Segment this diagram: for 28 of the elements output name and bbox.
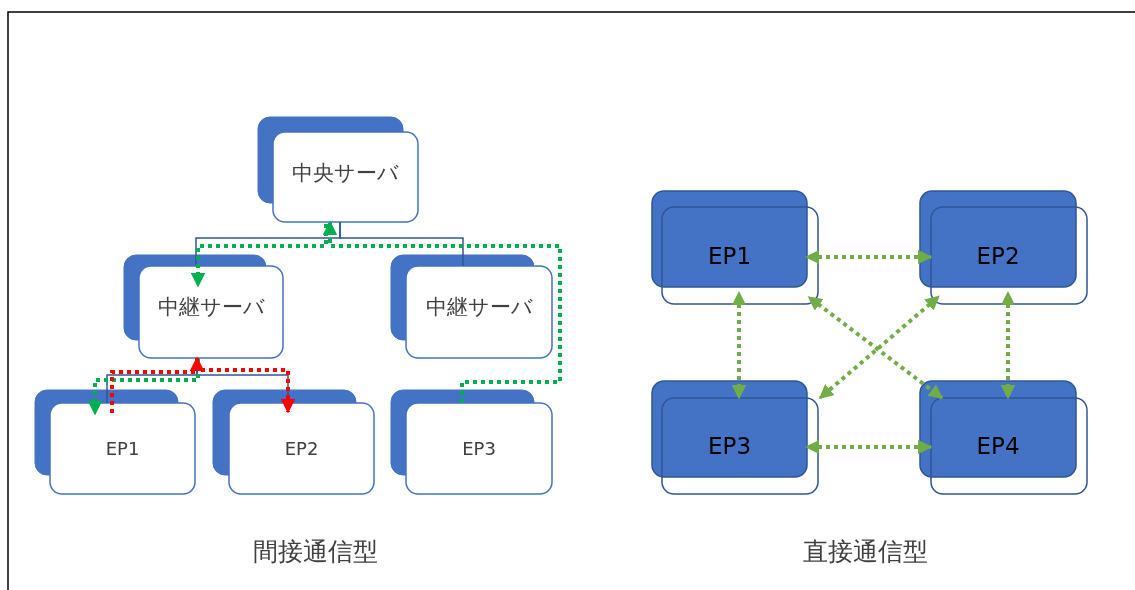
server-box [123,254,284,359]
arrow [731,291,747,400]
box-label: 中継サーバ [156,296,266,320]
endpoint-box [390,389,553,495]
arrow [322,220,562,403]
arrow [87,358,200,416]
box-label: EP4 [976,434,1020,460]
arrow [195,358,296,414]
arrow [805,249,933,265]
connector-line [339,221,464,267]
box-label: 中央サーバ [291,162,400,186]
server-box [257,116,419,223]
caption: 直接通信型 [802,536,928,568]
endpoint-box [34,389,196,495]
box-label: EP3 [708,434,751,460]
box-label: EP1 [708,244,751,270]
arrow [190,224,328,288]
box-label: EP2 [976,244,1020,270]
caption: 間接通信型 [252,536,378,568]
arrow [1000,291,1016,400]
box-label: 中継サーバ [424,296,534,320]
endpoint-box [919,380,1088,495]
server-box [390,254,553,359]
endpoint-box [919,190,1088,305]
arrow [805,439,933,455]
endpoint-box [651,190,819,305]
endpoint-box [212,389,375,495]
endpoint-box [651,380,819,495]
